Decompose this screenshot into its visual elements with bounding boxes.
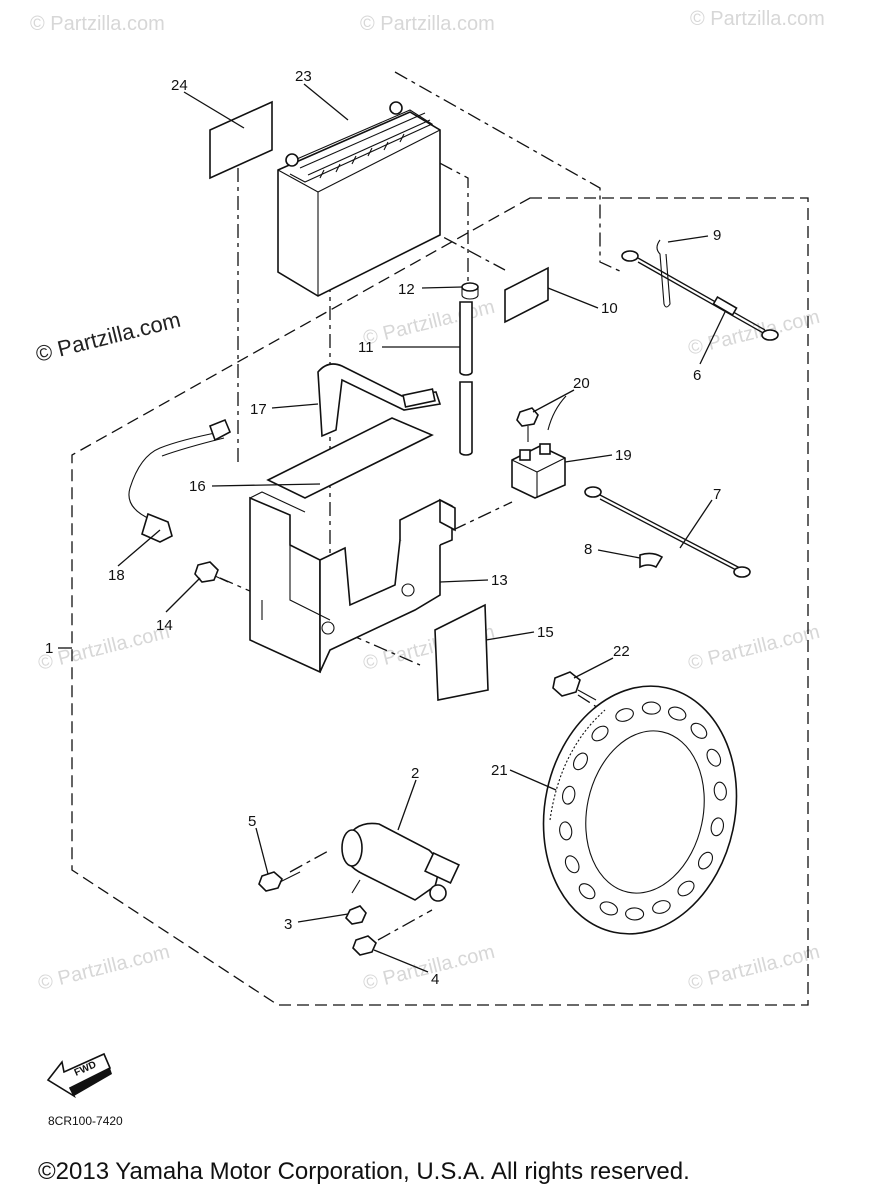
label-4: 4 [431, 971, 439, 988]
watermark: © Partzilla.com [690, 8, 825, 30]
watermark: © Partzilla.com [686, 621, 822, 675]
disc-hole [572, 752, 589, 771]
part-17-band [317, 363, 442, 438]
disc-hole [599, 901, 618, 916]
disc-hole [710, 817, 725, 837]
watermark: © Partzilla.com [361, 296, 497, 350]
part-5-bolt [258, 871, 301, 892]
part-19-relay [511, 443, 566, 499]
assembly-outline [71, 197, 809, 1006]
disc-hole [559, 821, 573, 841]
part-7-lead-wire [584, 486, 751, 578]
watermark: © Partzilla.com [686, 941, 822, 995]
part-2-starter-motor [341, 822, 460, 902]
part-18-sensor [128, 418, 232, 543]
leader-lines [58, 83, 726, 973]
part-21-brake-disc [542, 685, 738, 935]
label-6: 6 [693, 367, 701, 384]
disc-hole [615, 708, 634, 722]
part-15-plate [434, 603, 489, 701]
label-9: 9 [713, 227, 721, 244]
part-23-battery [277, 101, 441, 297]
label-24: 24 [171, 77, 188, 94]
part-6-lead-wire [621, 250, 779, 341]
disc-hole [690, 722, 708, 739]
disc-hole [677, 880, 695, 897]
label-10: 10 [601, 300, 618, 317]
label-19: 19 [615, 447, 632, 464]
watermark: © Partzilla.com [360, 13, 495, 35]
disc-hole [564, 855, 580, 874]
part-9-clip [656, 239, 671, 308]
label-20: 20 [573, 375, 590, 392]
disc-hole [625, 907, 645, 921]
disc-hole [578, 883, 596, 900]
label-7: 7 [713, 486, 721, 503]
disc-hole [641, 701, 661, 715]
disc-hole [706, 748, 722, 767]
part-11-hose [459, 301, 473, 456]
label-23: 23 [295, 68, 312, 85]
guide-line [289, 849, 331, 873]
copyright-notice: ©2013 Yamaha Motor Corporation, U.S.A. A… [38, 1158, 690, 1185]
label-21: 21 [491, 762, 508, 779]
label-2: 2 [411, 765, 419, 782]
part-22-bolt [552, 671, 597, 701]
part-14-bolt [194, 561, 229, 583]
guide-line [394, 71, 623, 273]
label-13: 13 [491, 572, 508, 589]
label-12: 12 [398, 281, 415, 298]
part-10-sheet [504, 266, 549, 324]
guide-line [452, 501, 513, 531]
disc-hole [652, 900, 671, 914]
label-1: 1 [45, 640, 53, 657]
label-22: 22 [613, 643, 630, 660]
part-13-battery-box [249, 491, 456, 674]
part-3-nut [345, 905, 367, 925]
disc-hole [561, 785, 576, 805]
part-12-clip [461, 282, 479, 300]
part-20-screw [516, 395, 567, 442]
guide-line [377, 909, 433, 941]
part-24-sticker [209, 100, 273, 180]
part-16-sheet [266, 417, 434, 499]
label-16: 16 [189, 478, 206, 495]
watermark: © Partzilla.com [30, 13, 165, 35]
label-18: 18 [108, 567, 125, 584]
part-4-bolt [352, 935, 377, 956]
diagram-code: 8CR100-7420 [48, 1114, 123, 1128]
fwd-arrow-icon: FWD [46, 1052, 112, 1099]
disc-hole [697, 851, 714, 870]
disc-hole [713, 781, 727, 801]
disc-hole [591, 725, 609, 742]
label-8: 8 [584, 541, 592, 558]
label-3: 3 [284, 916, 292, 933]
part-labels: 24 23 9 10 12 11 6 20 17 19 16 7 8 18 13… [45, 68, 721, 988]
disc-hole [668, 706, 687, 721]
label-5: 5 [248, 813, 256, 830]
watermark: © Partzilla.com [36, 621, 172, 675]
label-17: 17 [250, 401, 267, 418]
label-14: 14 [156, 617, 173, 634]
watermark: © Partzilla.com [36, 941, 172, 995]
label-11: 11 [358, 339, 374, 356]
label-15: 15 [537, 624, 554, 641]
watermark-prominent: © Partzilla.com [33, 307, 183, 367]
part-8-clamp [639, 552, 664, 569]
watermark: © Partzilla.com [361, 941, 497, 995]
